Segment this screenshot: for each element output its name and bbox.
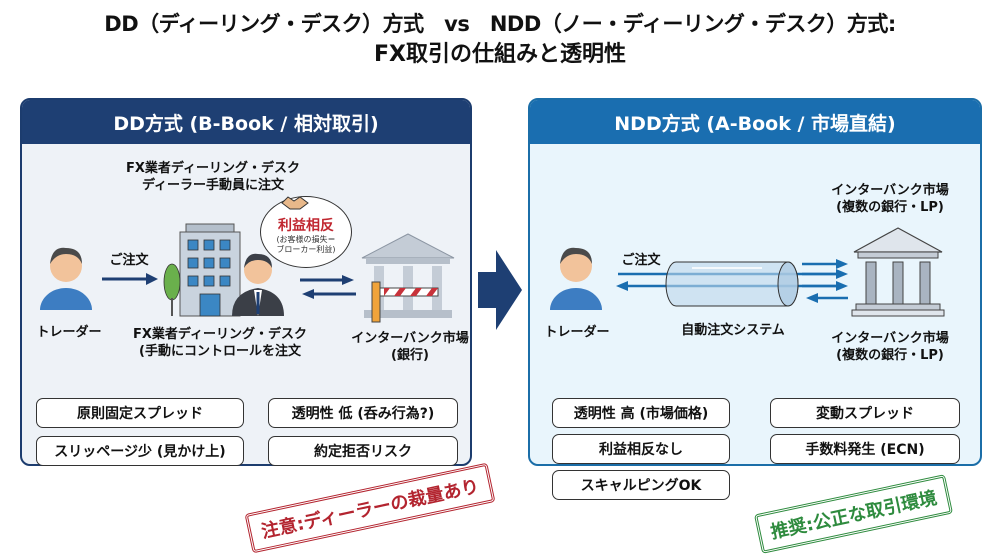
dd-panel-header: DD方式 (B-Book / 相対取引) (22, 100, 470, 144)
handshake-icon (281, 196, 309, 210)
bank-with-barrier-icon (361, 233, 455, 323)
ndd-feature-scalping-ok: スキャルピングOK (552, 470, 730, 500)
ndd-trader-label: トレーダー (544, 325, 610, 340)
order-arrow-icon (102, 273, 158, 285)
dd-feature-low-slippage: スリッページ少 (見かけ上) (36, 436, 244, 466)
page-title: DD（ディーリング・デスク）方式 vs NDD（ノー・ディーリング・デスク）方式… (0, 8, 1000, 70)
dd-feature-fixed-spread: 原則固定スプレッド (36, 398, 244, 428)
center-transition-arrow-icon (478, 250, 522, 330)
ndd-system-label: 自動注文システム (681, 323, 785, 338)
ndd-market-label-top: インターバンク市場 (複数の銀行・LP) (831, 183, 949, 215)
bank-icon (851, 227, 945, 317)
two-way-arrows-icon (300, 275, 356, 299)
conflict-title: 利益相反 (278, 218, 334, 234)
conflict-note-1: (お客様の損失＝ (276, 235, 336, 244)
trader-icon (38, 247, 94, 312)
conflict-note-2: ブローカー利益) (276, 245, 336, 254)
trader-icon (548, 247, 604, 312)
ndd-panel-header: NDD方式 (A-Book / 市場直結) (530, 100, 980, 144)
dd-dealer-label-bottom: FX業者ディーリング・デスク (手動にコントロールを注文 (133, 327, 307, 359)
ndd-market-label-bottom: インターバンク市場 (複数の銀行・LP) (831, 331, 949, 363)
conflict-of-interest-bubble: 利益相反 (お客様の損失＝ ブローカー利益) (260, 196, 352, 268)
broker-building-icon (163, 223, 284, 317)
ndd-feature-high-transparency: 透明性 高 (市場価格) (552, 398, 730, 428)
ndd-feature-variable-spread: 変動スプレッド (770, 398, 960, 428)
dd-market-label: インターバンク市場 (銀行) (351, 331, 469, 363)
ndd-recommend-stamp: 推奨:公正な取引環境 (753, 474, 954, 554)
ndd-feature-commission: 手数料発生 (ECN) (770, 434, 960, 464)
dd-order-label: ご注文 (109, 253, 149, 268)
dd-trader-label: トレーダー (36, 325, 102, 340)
ndd-feature-no-conflict: 利益相反なし (552, 434, 730, 464)
dd-dealer-label-top: FX業者ディーリング・デスク ディーラー手動員に注文 (126, 161, 300, 193)
dd-feature-rejection-risk: 約定拒否リスク (268, 436, 458, 466)
dd-warning-stamp: 注意:ディーラーの裁量あり (244, 462, 496, 554)
ndd-order-label: ご注文 (621, 253, 661, 268)
automatic-order-pipe-icon (616, 259, 848, 307)
title-line-1: DD（ディーリング・デスク）方式 vs NDD（ノー・ディーリング・デスク）方式… (104, 12, 896, 36)
title-line-2: FX取引の仕組みと透明性 (374, 42, 626, 67)
dd-feature-low-transparency: 透明性 低 (呑み行為?) (268, 398, 458, 428)
